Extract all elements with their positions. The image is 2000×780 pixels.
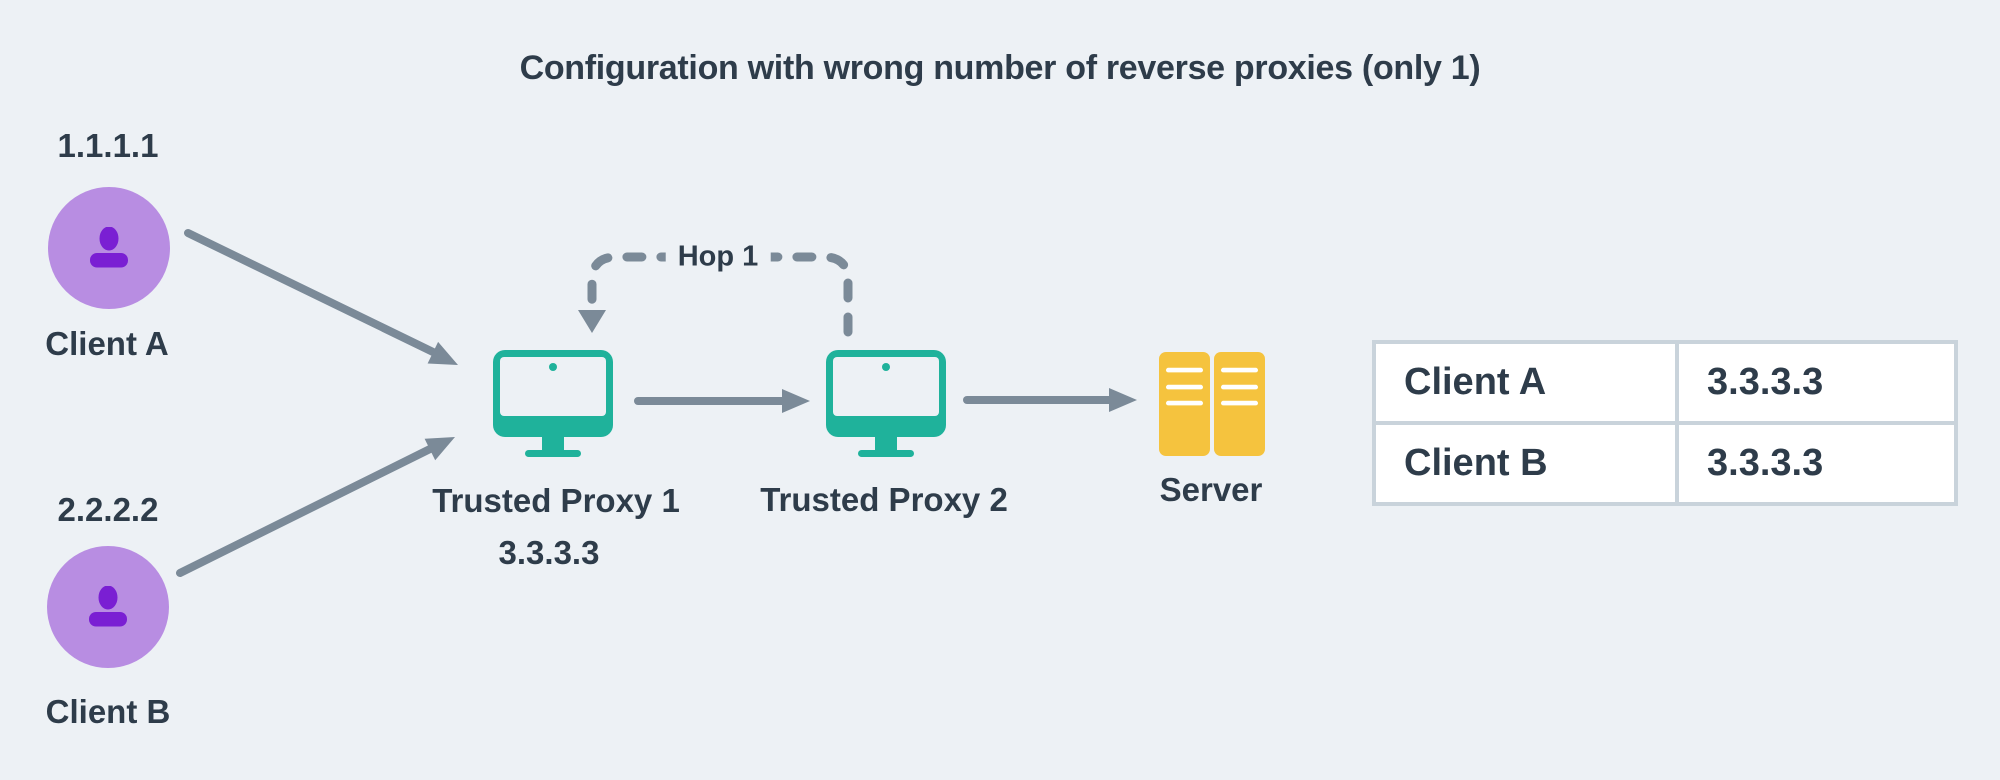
arrowhead-server — [1109, 388, 1137, 412]
hop-label: Hop 1 — [665, 240, 771, 274]
arrow-client-a-to-proxy1 — [184, 229, 437, 356]
client-a-label: Client A — [45, 325, 169, 362]
client-b-ip: 2.2.2.2 — [57, 491, 159, 528]
arrowhead-client-b — [424, 437, 455, 461]
monitor-icon — [826, 350, 946, 457]
proxy2-label: Trusted Proxy 2 — [760, 481, 1008, 518]
client-a-avatar — [48, 187, 170, 309]
user-icon — [90, 227, 128, 268]
server-rack-icon — [1159, 352, 1265, 456]
client-b-avatar — [47, 546, 169, 668]
solid-arrow-lines — [176, 229, 1113, 577]
client-a-ip: 1.1.1.1 — [57, 127, 159, 164]
proxy1-ip: 3.3.3.3 — [498, 534, 600, 571]
server-label: Server — [1159, 471, 1263, 508]
client-ip-table: Client A 3.3.3.3 Client B 3.3.3.3 — [1372, 340, 1958, 506]
arrowhead-proxy2 — [782, 389, 810, 413]
table-cell-client: Client B — [1372, 421, 1679, 506]
arrow-client-b-to-proxy1 — [176, 445, 434, 577]
arrowhead-client-a — [427, 341, 458, 365]
diagram-title: Configuration with wrong number of rever… — [519, 49, 1481, 87]
monitor-icon — [493, 350, 613, 457]
client-b-label: Client B — [45, 693, 171, 730]
arrowhead-hop-down — [578, 310, 606, 333]
proxy1-label: Trusted Proxy 1 — [432, 482, 680, 519]
table-cell-ip: 3.3.3.3 — [1675, 340, 1958, 425]
user-icon — [89, 586, 127, 627]
table-cell-ip: 3.3.3.3 — [1675, 421, 1958, 506]
table-cell-client: Client A — [1372, 340, 1679, 425]
table-row: Client B 3.3.3.3 — [1372, 421, 1958, 506]
table-row: Client A 3.3.3.3 — [1372, 340, 1958, 425]
